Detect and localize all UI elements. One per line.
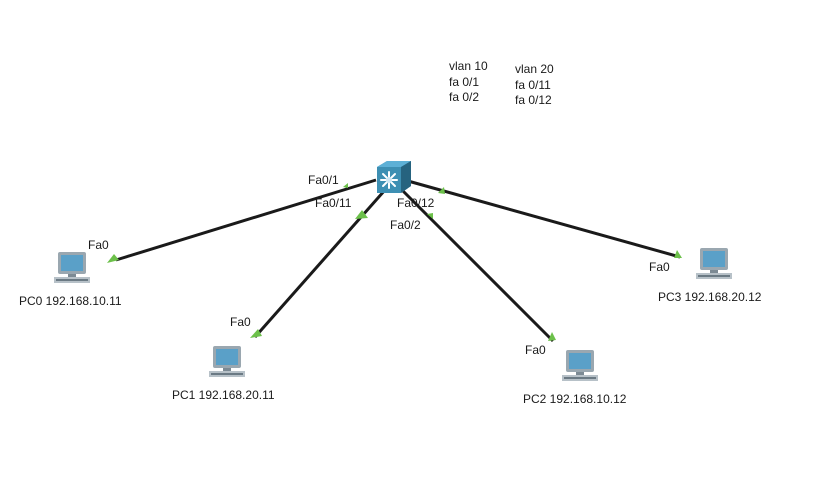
link-pc0-switch[interactable]: [115, 178, 377, 262]
link-pc2-switch[interactable]: [400, 188, 555, 343]
vlan-10-title: vlan 10: [449, 59, 488, 73]
link-status-pc3-end: [674, 250, 682, 258]
pc1-computer-icon[interactable]: [207, 346, 247, 378]
link-status-pc0-switch: [343, 183, 348, 188]
vlan-10-port-2: fa 0/2: [449, 90, 480, 104]
switch-port-fa0-2: Fa0/2: [390, 218, 421, 232]
vlan-20-title: vlan 20: [515, 62, 554, 76]
link-pc3-switch[interactable]: [407, 179, 681, 259]
link-status-pc1-end: [250, 329, 262, 338]
pc3-computer-icon[interactable]: [694, 248, 734, 280]
link-status-pc3-switch: [438, 187, 445, 194]
link-status-pc1-switch: [355, 210, 368, 219]
pc0-port-label: Fa0: [88, 238, 109, 252]
vlan-10-note: vlan 10 fa 0/1 fa 0/2: [449, 59, 488, 106]
switch-port-fa0-1: Fa0/1: [308, 173, 339, 187]
pc1-port-label: Fa0: [230, 315, 251, 329]
pc2-label: PC2 192.168.10.12: [523, 392, 627, 406]
link-status-pc2-switch: [427, 213, 433, 219]
link-status-pc2-end: [548, 332, 556, 341]
multilayer-switch-icon[interactable]: [375, 160, 413, 194]
pc3-label: PC3 192.168.20.12: [658, 290, 762, 304]
switch-port-fa0-12: Fa0/12: [397, 196, 435, 210]
vlan-10-port-1: fa 0/1: [449, 74, 480, 89]
switch-port-fa0-11: Fa0/11: [315, 196, 352, 210]
pc2-computer-icon[interactable]: [560, 350, 600, 382]
pc1-label: PC1 192.168.20.11: [172, 388, 275, 402]
pc0-computer-icon[interactable]: [52, 252, 92, 284]
link-status-pc0-end: [107, 254, 119, 263]
vlan-20-port-2: fa 0/12: [515, 93, 552, 107]
vlan-20-port-1: fa 0/11: [515, 77, 551, 92]
pc3-port-label: Fa0: [649, 260, 670, 274]
vlan-20-note: vlan 20 fa 0/11 fa 0/12: [515, 62, 554, 109]
pc0-label: PC0 192.168.10.11: [19, 294, 122, 308]
pc2-port-label: Fa0: [525, 343, 546, 357]
